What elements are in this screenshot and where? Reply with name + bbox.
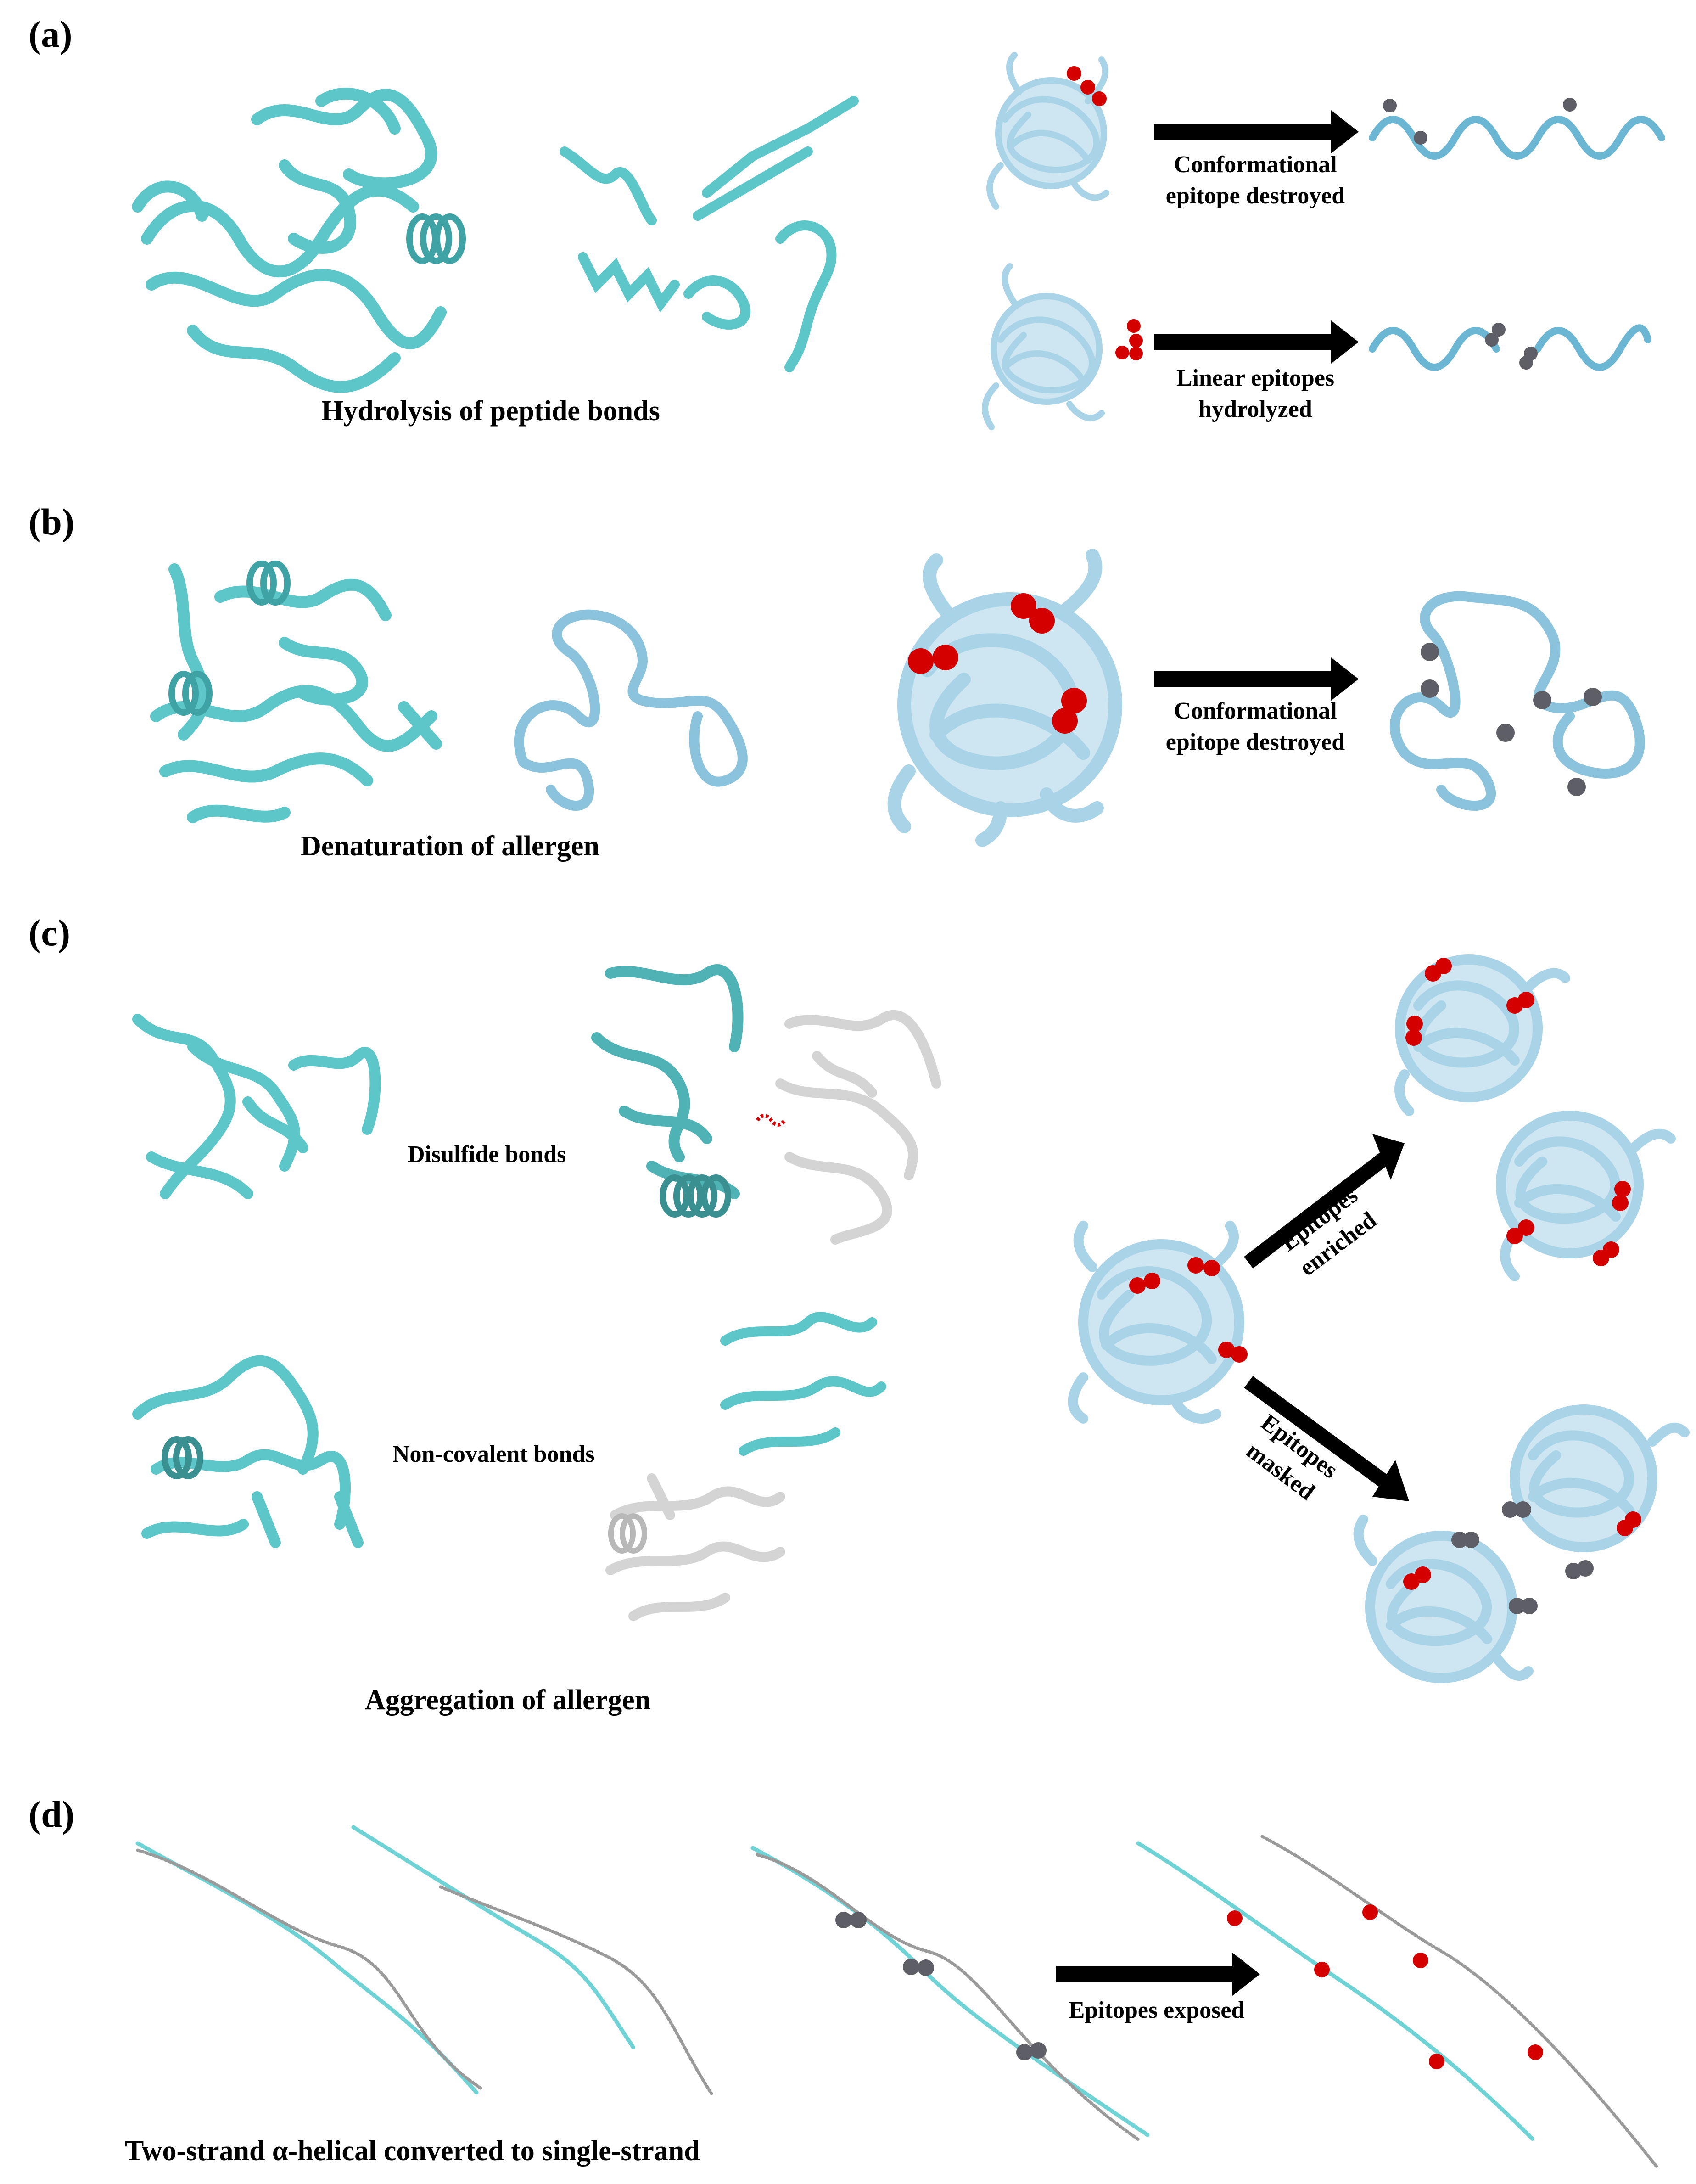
grey-epitopes-d (835, 1912, 1047, 2060)
arrow-label-b-line2: epitope destroyed (1165, 729, 1345, 755)
protein-ribbon-c2-grey (775, 1010, 941, 1245)
protein-fragments-a (560, 96, 859, 372)
protein-helix-c3 (162, 1436, 203, 1479)
panel-label-a: (a) (28, 13, 73, 55)
grey-epitopes-b (1421, 643, 1602, 796)
protein-ribbon-c2 (591, 964, 744, 1199)
strand-d2-grey (439, 1885, 713, 2095)
protein-ribbon-large-a (132, 87, 447, 393)
strand-d4-grey (1260, 1835, 1659, 2169)
grey-epitopes-a-top (1383, 98, 1577, 145)
caption-d: Two-strand α-helical converted to single… (125, 2135, 700, 2167)
panel-c (132, 954, 1690, 1683)
bond-label-noncovalent: Non-covalent bonds (392, 1441, 595, 1467)
strand-d2-cyan (351, 1825, 636, 2050)
arrow-c-down-head (1372, 1460, 1409, 1501)
blob-a-top (986, 52, 1109, 210)
panel-b (150, 549, 1645, 847)
unfolded-chain-b (514, 609, 748, 811)
arrow-label-a-top: Conformational epitope destroyed (1147, 149, 1363, 212)
arrow-d (1056, 1953, 1260, 1996)
panel-label-d: (d) (28, 1793, 75, 1835)
protein-ribbon-c4 (720, 1312, 886, 1456)
epitopes-c-center (1129, 1257, 1248, 1363)
disulfide-bond (756, 1114, 787, 1127)
panel-d (135, 1825, 1659, 2169)
panel-a (132, 52, 1665, 430)
epitopes-c-masked-grey (1451, 1501, 1594, 1614)
strand-d1-grey (136, 1848, 484, 2091)
epitopes-c-masked-red (1403, 1511, 1641, 1590)
blob-a-bottom (982, 263, 1105, 430)
epitopes-c-enriched-2 (1506, 1181, 1631, 1266)
arrow-label-a-bottom-line2: hydrolyzed (1198, 396, 1312, 422)
arrow-c-down (1244, 1376, 1391, 1489)
arrow-label-a-bottom: Linear epitopes hydrolyzed (1147, 363, 1363, 425)
protein-helix-a (406, 213, 466, 264)
linear-chain-a-bottom-right (1534, 324, 1651, 371)
caption-a: Hydrolysis of peptide bonds (321, 395, 660, 427)
arrow-label-a-bottom-line1: Linear epitopes (1176, 365, 1335, 391)
panel-label-c: (c) (28, 912, 71, 954)
red-epitopes-d (1227, 1904, 1543, 2069)
arrow-label-d: Epitopes exposed (1069, 1997, 1245, 2023)
epitopes-a-bottom (1115, 319, 1143, 360)
arrow-c-up-head (1372, 1134, 1405, 1180)
bond-label-disulfide: Disulfide bonds (408, 1141, 566, 1168)
arrow-b (1154, 657, 1359, 701)
epitopes-c-enriched-1 (1405, 958, 1534, 1046)
linear-chain-a-bottom-left (1369, 327, 1500, 371)
caption-b: Denaturation of allergen (301, 831, 599, 862)
strand-d1-cyan (135, 1841, 480, 2096)
arrow-label-a-top-line1: Conformational (1174, 152, 1337, 178)
arrow-a-top (1154, 110, 1359, 153)
caption-c: Aggregation of allergen (365, 1684, 651, 1716)
blob-c-masked-2 (1353, 1515, 1534, 1683)
blob-c-center (1068, 1221, 1244, 1424)
protein-ribbon-c1 (132, 1014, 381, 1199)
protein-helix-c4-grey (608, 1513, 647, 1554)
blob-c-enriched-1 (1394, 954, 1570, 1116)
strand-d4-cyan (1136, 1841, 1535, 2142)
arrow-label-b-line1: Conformational (1174, 698, 1337, 724)
arrow-a-bottom (1154, 320, 1359, 364)
epitopes-b (908, 593, 1087, 734)
strand-d3-cyan (750, 1846, 1150, 2137)
arrow-c-up (1244, 1151, 1391, 1269)
arrow-label-a-top-line2: epitope destroyed (1165, 183, 1345, 209)
linear-chain-a-top (1369, 116, 1665, 160)
blob-c-masked-1 (1510, 1404, 1690, 1552)
unfolded-chain-b-right (1389, 591, 1645, 811)
protein-helix-b (168, 561, 291, 716)
protein-ribbon-c3 (132, 1355, 364, 1548)
protein-helix-c2 (660, 1174, 731, 1218)
blob-c-enriched-2 (1496, 1111, 1676, 1281)
arrow-label-b: Conformational epitope destroyed (1147, 696, 1363, 758)
panel-label-b: (b) (28, 501, 75, 543)
strand-d3-grey (756, 1853, 1140, 2141)
protein-ribbon-c4-grey (605, 1473, 785, 1621)
grey-epitopes-a-bottom (1485, 323, 1538, 370)
epitopes-a-top (1067, 66, 1107, 106)
